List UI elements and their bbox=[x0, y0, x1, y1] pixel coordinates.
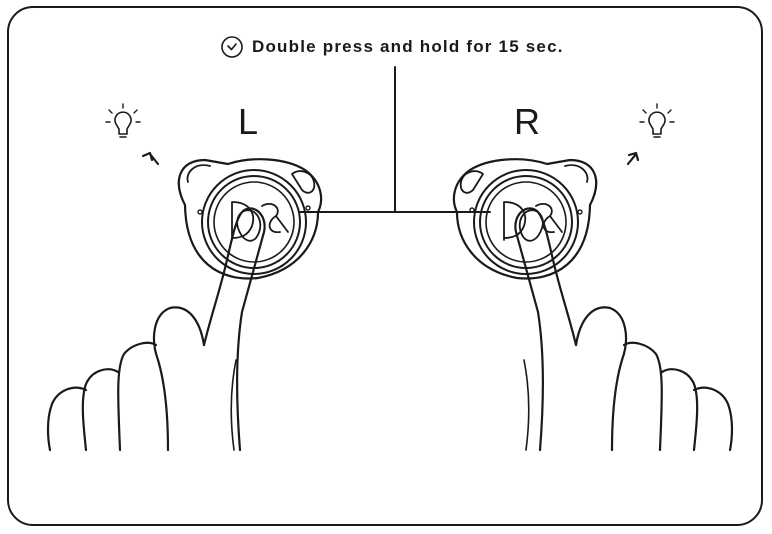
arrow-up-left-icon bbox=[141, 151, 160, 166]
lightbulb-icon bbox=[639, 103, 675, 138]
diagram-frame bbox=[7, 6, 763, 526]
right-earbud bbox=[452, 158, 598, 280]
left-earbud bbox=[177, 158, 323, 280]
clock-icon bbox=[221, 36, 243, 58]
left-hand bbox=[46, 207, 266, 452]
connector-lines bbox=[299, 66, 491, 213]
right-hand bbox=[514, 207, 734, 452]
right-label: R bbox=[514, 101, 540, 142]
lightbulb-icon bbox=[105, 103, 141, 138]
left-label: L bbox=[238, 101, 259, 142]
instruction-text: Double press and hold for 15 sec. bbox=[252, 37, 564, 56]
instruction: Double press and hold for 15 sec. bbox=[220, 35, 564, 59]
arrow-up-right-icon bbox=[626, 151, 640, 166]
